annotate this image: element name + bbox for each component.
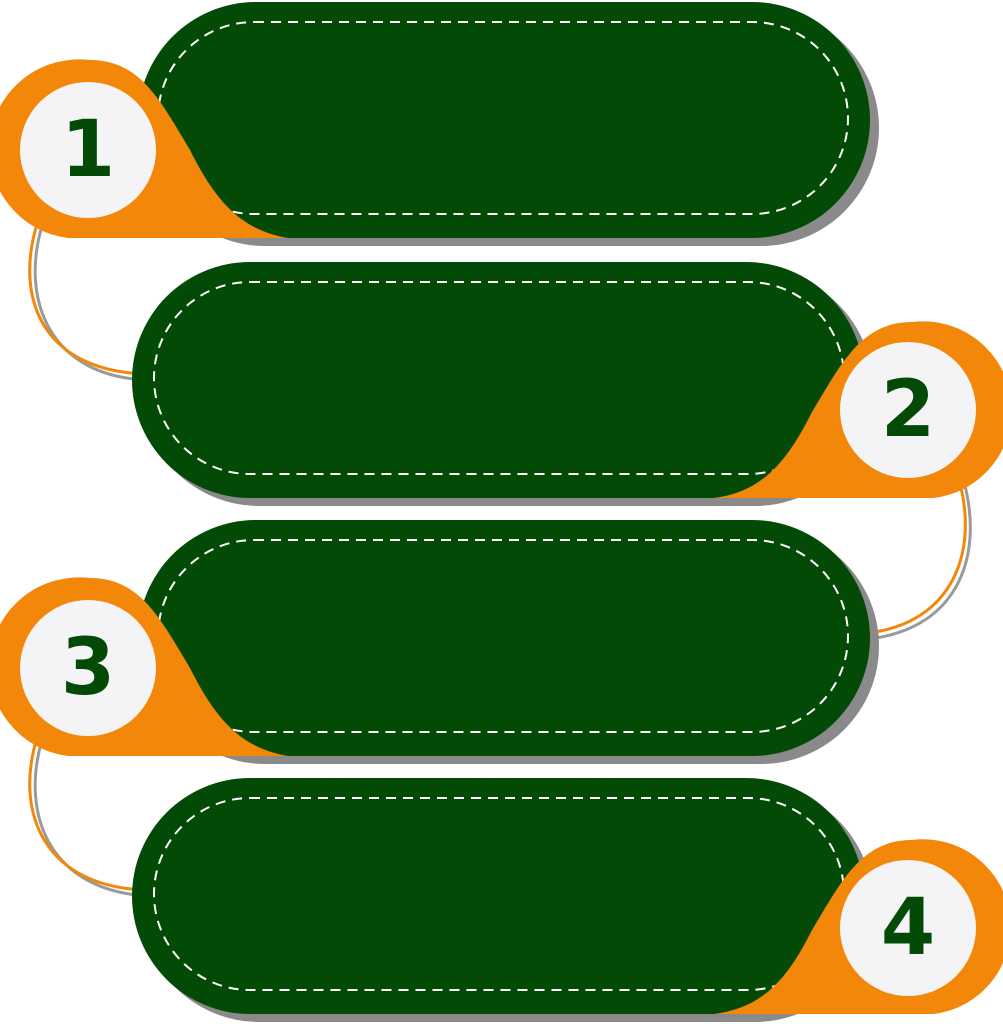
banner bbox=[132, 778, 864, 1014]
badge-circle bbox=[20, 82, 156, 218]
banner bbox=[138, 2, 870, 238]
step-1: 1 bbox=[0, 2, 879, 246]
step-3: 3 bbox=[0, 520, 879, 764]
step-2: 2 bbox=[132, 262, 1003, 506]
step-number: 4 bbox=[881, 883, 935, 973]
banner bbox=[138, 520, 870, 756]
step-4: 4 bbox=[132, 778, 1003, 1022]
banner bbox=[132, 262, 864, 498]
step-number: 3 bbox=[61, 623, 115, 713]
step-number: 1 bbox=[61, 105, 115, 195]
badge-circle bbox=[840, 342, 976, 478]
connector-3-4 bbox=[28, 737, 151, 898]
step-number: 2 bbox=[881, 365, 935, 455]
badge-circle bbox=[840, 860, 976, 996]
connector-1-2 bbox=[28, 223, 151, 382]
badge-circle bbox=[20, 600, 156, 736]
connector-2-3 bbox=[854, 479, 972, 642]
